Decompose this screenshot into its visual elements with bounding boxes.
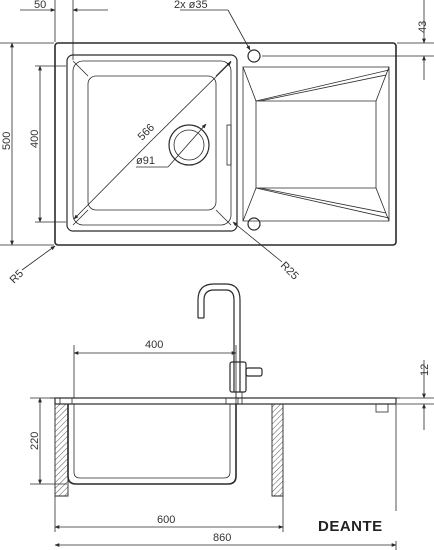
tap-hole-icon [247, 49, 261, 63]
rim-clip [59, 397, 73, 405]
drain-inner [173, 129, 205, 161]
dim-basin-width: 400 [145, 339, 163, 351]
drain-outer [168, 124, 210, 166]
basin-corner-line [72, 60, 89, 77]
dim-diagonal: 566 [136, 122, 157, 143]
dim-bowl-depth: 220 [29, 432, 41, 450]
dim-overall-width: 860 [213, 532, 231, 544]
bowl-outer [67, 404, 237, 485]
drainer-edge [375, 66, 390, 222]
top-view: 50 2x ø35 43 500 400 566 ø91 R5 [0, 0, 434, 286]
drainer-groove [255, 69, 390, 102]
dim-overall-depth: 500 [1, 132, 13, 150]
dim-cabinet-width: 600 [157, 514, 175, 526]
drainer-edge [242, 66, 257, 222]
dim-inner-radius: R25 [278, 260, 301, 283]
dimension-line [73, 141, 151, 220]
dim-rim-height: 12 [419, 364, 431, 376]
drainer-groove [259, 187, 387, 214]
leader-line [21, 245, 56, 271]
dim-left-offset: 50 [34, 0, 46, 11]
dim-basin-depth: 400 [29, 130, 41, 148]
basin-corner-line [72, 209, 89, 226]
dim-top-offset: 43 [417, 21, 429, 33]
sink-outer-outline [54, 42, 397, 246]
faucet-lever-icon [245, 367, 263, 377]
basin-corner-line [215, 60, 232, 77]
overflow-slot [226, 124, 232, 166]
tap-hole-icon [247, 217, 261, 231]
sink-rim [54, 397, 397, 405]
brand-logo: DEANTE [314, 511, 432, 541]
leader-line [232, 221, 283, 263]
faucet-spout-icon [197, 283, 241, 392]
rim-clip [225, 397, 239, 405]
dim-drain: ø91 [136, 155, 155, 167]
basin-rim [66, 54, 238, 232]
brand-logo-text: DEANTE [318, 518, 383, 535]
dimension-line [149, 61, 232, 143]
drainer-groove [255, 187, 390, 219]
dim-outer-radius: R5 [8, 268, 26, 286]
leader-line [167, 123, 207, 168]
drainer-groove [259, 74, 387, 102]
cabinet-wall-right [271, 403, 284, 497]
basin-bottom [87, 75, 217, 211]
drainer-drop [375, 403, 389, 413]
side-view: 400 12 220 600 860 [29, 283, 434, 550]
drainer-area [242, 66, 390, 222]
bowl-inner [73, 404, 231, 479]
faucet-body-icon [229, 361, 247, 393]
dim-holes: 2x ø35 [174, 0, 208, 11]
leader-line [227, 9, 251, 51]
basin-corner-line [215, 209, 232, 226]
cabinet-wall-left [54, 403, 69, 497]
faucet-spout-icon [203, 289, 235, 392]
